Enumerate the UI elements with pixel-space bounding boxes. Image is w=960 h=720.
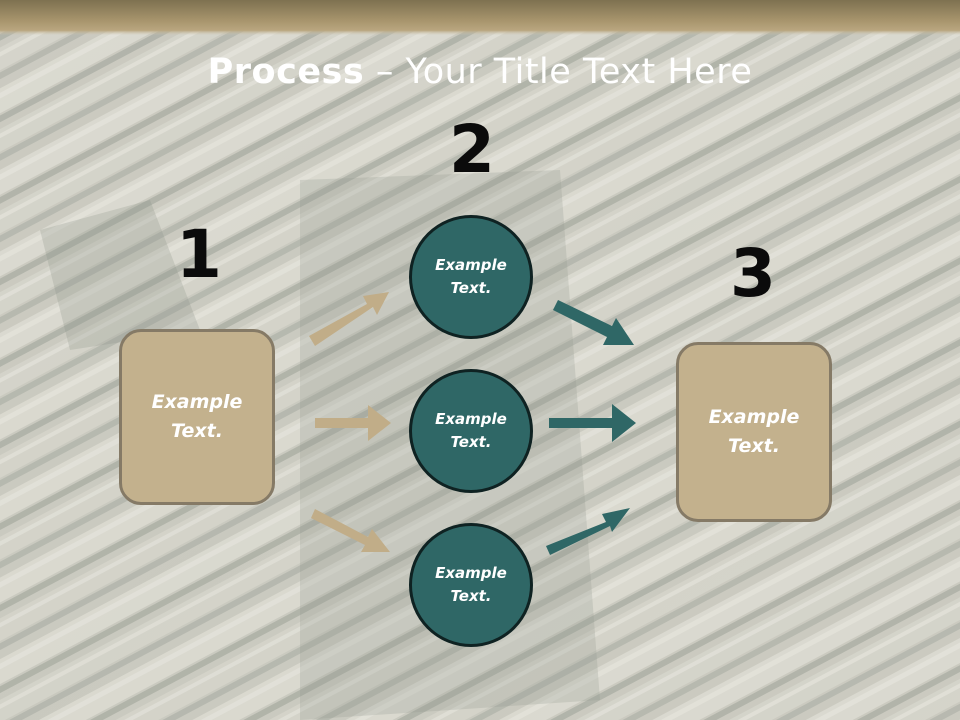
- step-number-2: 2: [449, 111, 495, 188]
- step-number-1: 1: [176, 216, 222, 293]
- title-rest: – Your Title Text Here: [364, 52, 753, 92]
- slide-title: Process – Your Title Text Here: [0, 52, 960, 92]
- step-2-circle-top: Example Text.: [409, 215, 533, 339]
- step-3-box: Example Text.: [676, 342, 832, 522]
- step-1-box: Example Text.: [119, 329, 275, 505]
- step-2-circle-middle: Example Text.: [409, 369, 533, 493]
- step-number-3: 3: [730, 235, 776, 312]
- step-2-circle-bottom: Example Text.: [409, 523, 533, 647]
- title-bold: Process: [207, 52, 365, 92]
